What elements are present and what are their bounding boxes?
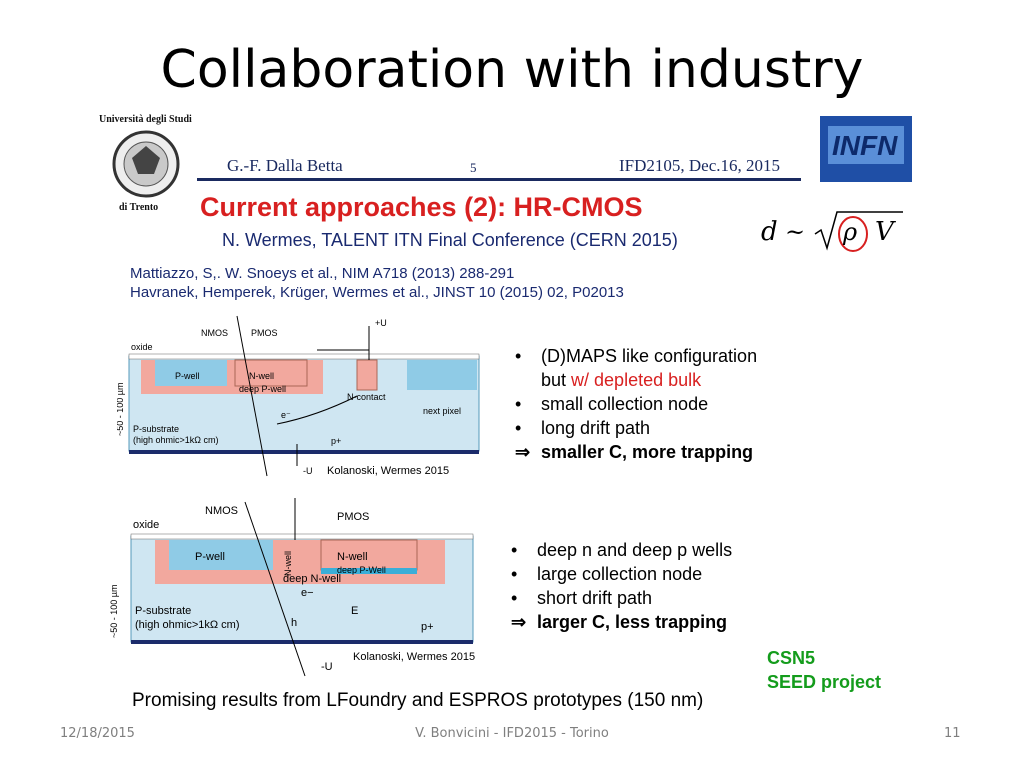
d1-depth: ~50 - 100 µm — [117, 383, 125, 436]
d2-depth: ~50 - 100 µm — [109, 585, 119, 638]
d1-electron: e⁻ — [281, 410, 291, 420]
d2-pwell: P-well — [195, 551, 225, 563]
header-rule — [197, 178, 801, 181]
d2-hole: h — [291, 617, 297, 629]
infn-logo: INFN — [820, 116, 912, 182]
page-number: 11 — [944, 726, 961, 741]
d2-efield: E — [351, 605, 358, 617]
d2-nmos: NMOS — [205, 505, 238, 517]
seed-project-label: SEED project — [767, 672, 882, 692]
d1-pwell: P-well — [175, 371, 200, 381]
d1-oxide: oxide — [131, 342, 153, 352]
reference-2: Havranek, Hemperek, Krüger, Wermes et al… — [130, 284, 624, 301]
university-name: Università degli Studi — [99, 114, 192, 125]
svg-text:d: d — [761, 217, 778, 247]
university-seal-icon — [112, 130, 180, 198]
d2-nwell: N-well — [337, 551, 368, 563]
slide-title: Collaboration with industry — [160, 40, 864, 100]
d1-psub: P-substrate — [133, 424, 179, 434]
bullet-list-2: •deep n and deep p wells •large collecti… — [511, 540, 733, 632]
svg-text:ρ: ρ — [842, 218, 857, 246]
cmos-diagram-1: NMOS PMOS oxide P-well N-well deep P-wel… — [117, 315, 480, 477]
cmos-diagram-2: NMOS PMOS oxide P-well N-well N-well dee… — [109, 498, 475, 677]
d2-pplus: p+ — [421, 621, 434, 633]
csn5-label: CSN5 — [767, 648, 816, 668]
d1-nmos: NMOS — [201, 328, 228, 338]
reference-1: Mattiazzo, S,. W. Snoeys et al., NIM A71… — [130, 265, 515, 282]
d2-psub: P-substrate — [135, 605, 191, 617]
d1-credit: Kolanoski, Wermes 2015 — [327, 465, 449, 477]
d2-ub-bottom: -U — [321, 661, 333, 673]
svg-text:V: V — [875, 217, 896, 247]
footer-date: 12/18/2015 — [60, 726, 135, 741]
d2-electron: e− — [301, 587, 314, 599]
embedded-subheading: N. Wermes, TALENT ITN Final Conference (… — [222, 230, 678, 250]
embedded-page: 5 — [470, 160, 477, 175]
d2-psub-ohm: (high ohmic>1kΩ cm) — [135, 619, 240, 631]
bullet-list-1: •(D)MAPS like configuration but w/ deple… — [515, 346, 758, 462]
d1-ncontact: N-contact — [347, 392, 386, 402]
d1-pplus: p+ — [331, 436, 341, 446]
embedded-heading: Current approaches (2): HR-CMOS — [200, 192, 643, 222]
author: G.-F. Dalla Betta — [227, 156, 343, 175]
d1-ub-bottom: -U — [303, 466, 313, 476]
d1-nwell: N-well — [249, 371, 274, 381]
promising-results: Promising results from LFoundry and ESPR… — [132, 690, 704, 711]
university-city: di Trento — [119, 202, 159, 213]
event: IFD2105, Dec.16, 2015 — [619, 156, 781, 175]
embedded-slide: Università degli Studi di Trento G.-F. D… — [97, 108, 915, 720]
d1-psub-ohm: (high ohmic>1kΩ cm) — [133, 435, 219, 445]
svg-text:~: ~ — [785, 218, 805, 246]
d2-oxide: oxide — [133, 519, 159, 531]
d1-deep-pwell: deep P-well — [239, 384, 286, 394]
d1-pmos: PMOS — [251, 328, 278, 338]
d2-nwell-vertical: N-well — [283, 551, 293, 576]
d2-deep-nwell: deep N-well — [283, 573, 341, 585]
d2-deep-pwell: deep P-Well — [337, 565, 386, 575]
d2-pmos: PMOS — [337, 511, 369, 523]
d1-next-pixel: next pixel — [423, 406, 461, 416]
formula: d ~ ρ V — [761, 211, 903, 252]
d2-credit: Kolanoski, Wermes 2015 — [353, 651, 475, 663]
d1-ub-top: +U — [375, 318, 387, 328]
footer-center: V. Bonvicini - IFD2015 - Torino — [415, 726, 609, 741]
